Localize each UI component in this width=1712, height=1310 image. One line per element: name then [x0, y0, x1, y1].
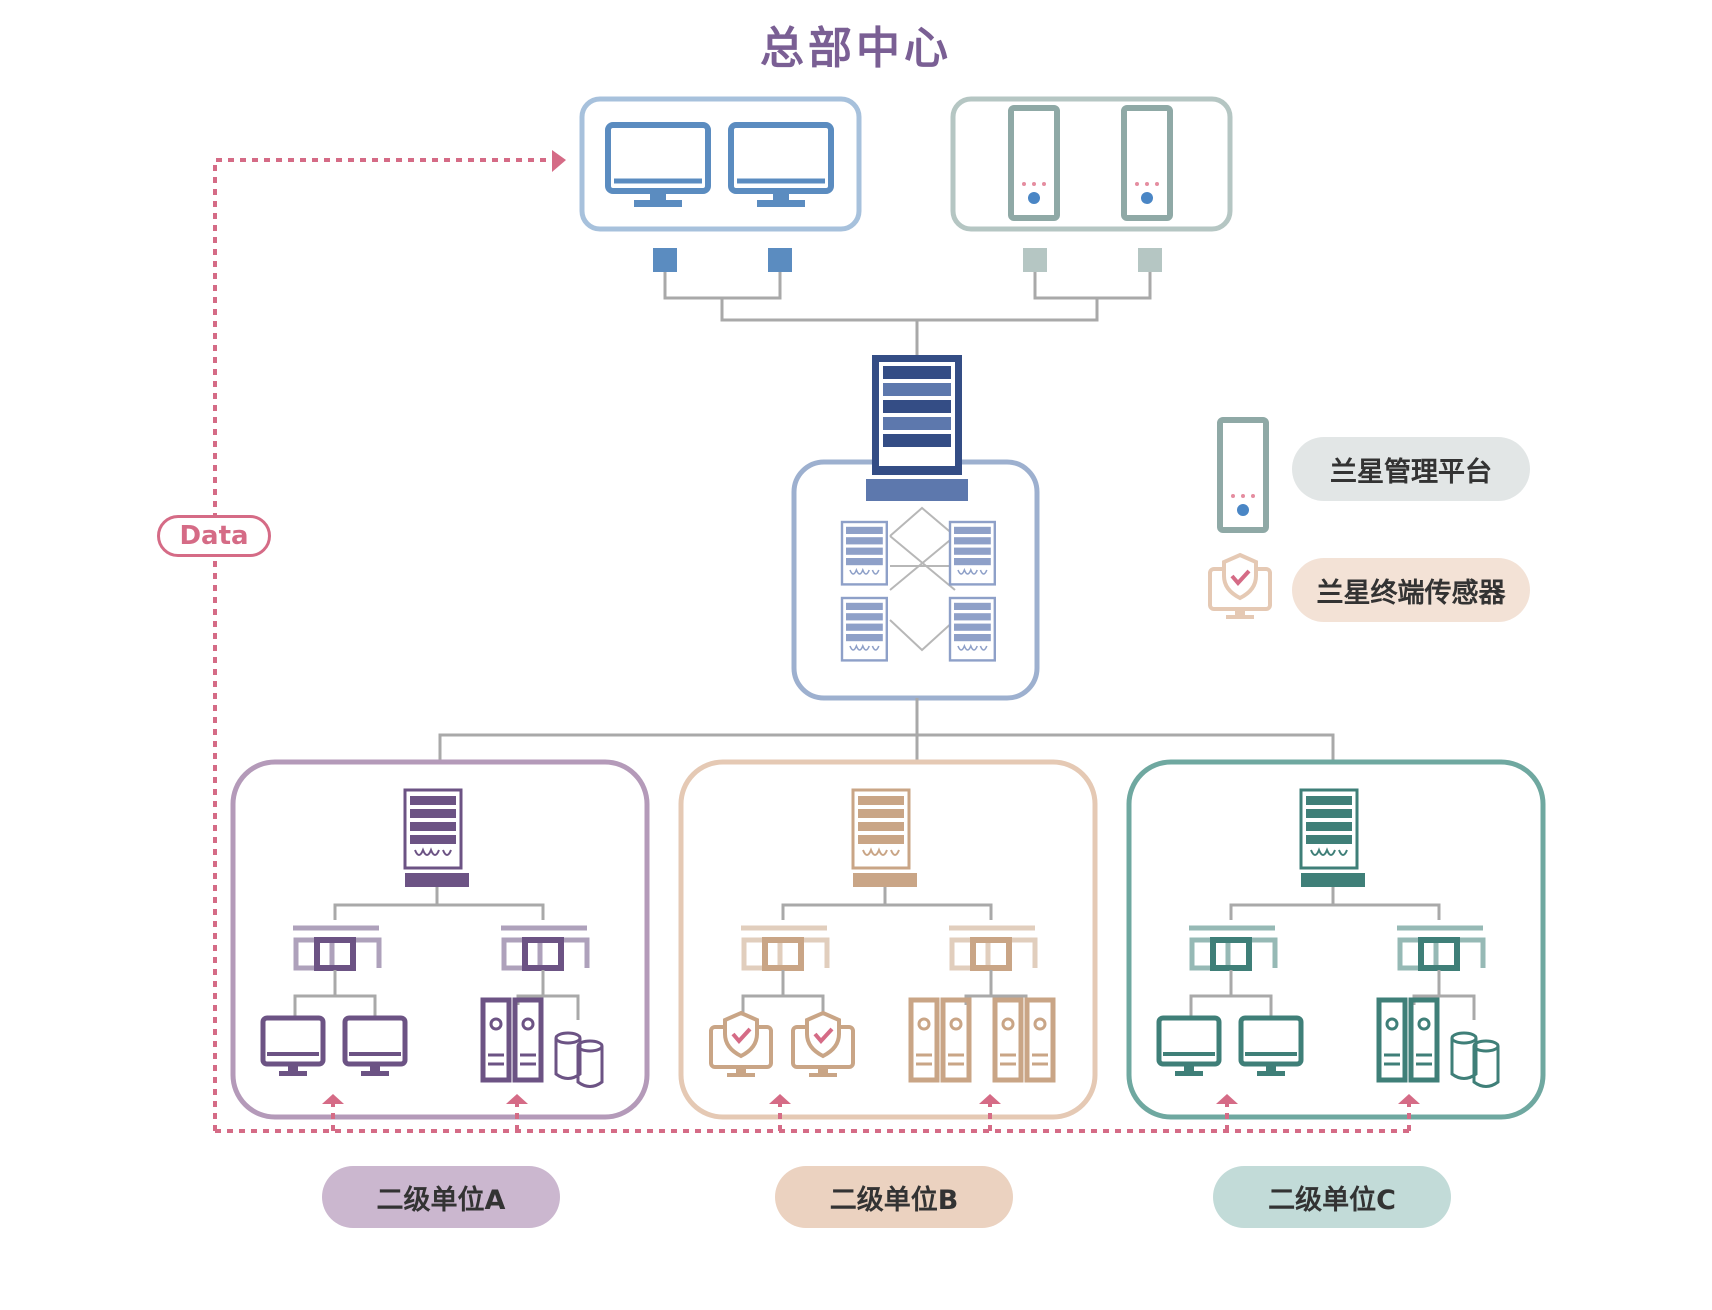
desktop-icon: [263, 1018, 323, 1076]
switch-icon: [293, 928, 379, 968]
hq-monitor-group: [579, 96, 862, 232]
unit-label-b: 二级单位B: [775, 1166, 1013, 1228]
server-cabinet-icon: [1027, 1000, 1053, 1080]
rack-icon: [840, 520, 888, 586]
database-icon: [1450, 1031, 1478, 1080]
data-flow-arrow-icon: [552, 150, 566, 172]
monitor-icon: [608, 125, 708, 207]
rack-icon: [948, 596, 996, 662]
data-flow-label: Data: [157, 515, 271, 557]
terminal-sensor-icon: [1208, 553, 1272, 621]
unit-panel-a: [230, 759, 650, 1120]
switch-icon: [1397, 928, 1483, 968]
management-platform-icon: [1220, 420, 1266, 530]
server-cabinet-icon: [1411, 1000, 1437, 1080]
unit-label-a: 二级单位A: [322, 1166, 560, 1228]
legend-label-terminal-sensor: 兰星终端传感器: [1292, 558, 1530, 622]
server-tower-icon: [1011, 108, 1057, 218]
database-icon: [1472, 1039, 1500, 1088]
rack-icon: [948, 520, 996, 586]
terminal-sensor-icon: [709, 1011, 773, 1079]
units-layer: [230, 759, 1546, 1120]
core-cluster: [791, 355, 1040, 701]
server-cabinet-icon: [483, 1000, 509, 1080]
terminal-sensor-icon: [791, 1011, 855, 1079]
server-cabinet-icon: [995, 1000, 1021, 1080]
server-cabinet-icon: [515, 1000, 541, 1080]
hq-server-group: [950, 96, 1233, 232]
server-cabinet-icon: [943, 1000, 969, 1080]
desktop-icon: [345, 1018, 405, 1076]
monitor-icon: [731, 125, 831, 207]
database-icon: [576, 1039, 604, 1088]
rack-icon: [403, 788, 463, 870]
switch-icon: [949, 928, 1035, 968]
server-cabinet-icon: [911, 1000, 937, 1080]
unit-panel-b: [678, 759, 1098, 1120]
desktop-icon: [1159, 1018, 1219, 1076]
rack-icon: [840, 596, 888, 662]
rack-icon: [851, 788, 911, 870]
page-title: 总部中心: [760, 23, 952, 74]
hq-connectors: [653, 248, 1162, 356]
unit-label-c: 二级单位C: [1213, 1166, 1451, 1228]
distribution-lines: [438, 698, 1335, 760]
server-cabinet-icon: [1379, 1000, 1405, 1080]
switch-icon: [501, 928, 587, 968]
legend-label-management-platform: 兰星管理平台: [1292, 437, 1530, 501]
switch-icon: [741, 928, 827, 968]
rack-icon: [1299, 788, 1359, 870]
unit-panel-c: [1126, 759, 1546, 1120]
database-icon: [554, 1031, 582, 1080]
uplink-markers: [322, 1094, 1420, 1104]
management-platform-icon: [1124, 108, 1170, 218]
data-flow-line: [213, 158, 1411, 1133]
switch-icon: [1189, 928, 1275, 968]
desktop-icon: [1241, 1018, 1301, 1076]
